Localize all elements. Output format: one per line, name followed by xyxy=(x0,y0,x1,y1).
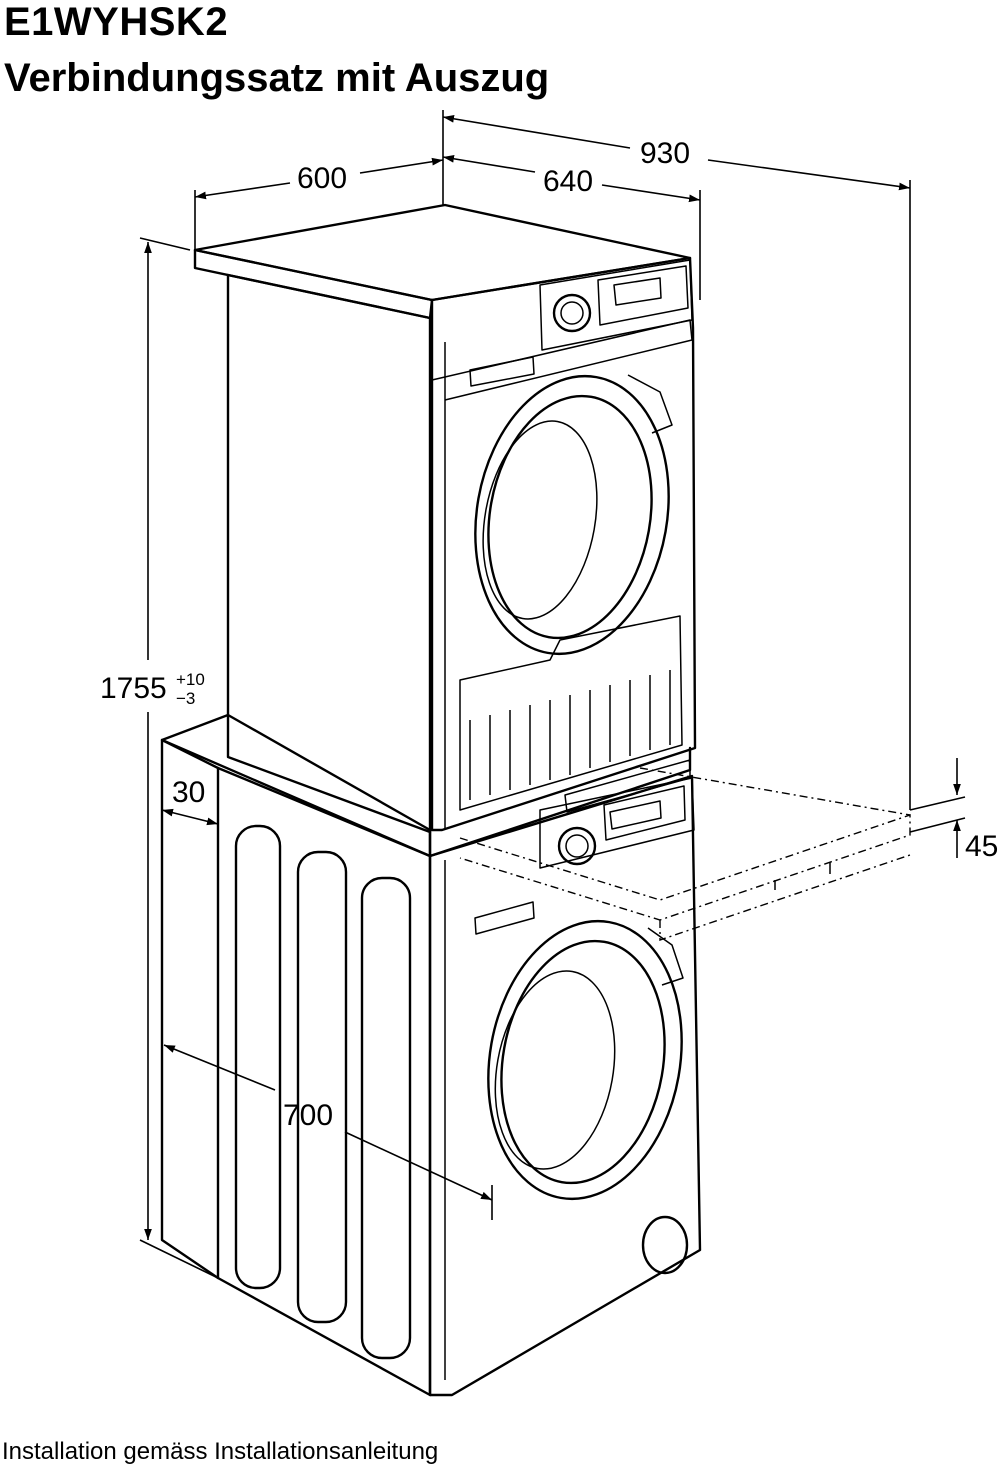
installation-note: Installation gemäss Installationsanleitu… xyxy=(2,1438,439,1465)
dim-height-tol-plus: +10 xyxy=(176,670,205,689)
kit-subtitle: Verbindungssatz mit Auszug xyxy=(4,56,550,100)
washer-lower xyxy=(160,738,702,1397)
dim-height-1755: 1755 xyxy=(100,672,167,705)
dim-depth-extended-930: 930 xyxy=(640,137,690,170)
model-title: E1WYHSK2 xyxy=(4,0,229,44)
dim-height-tol-minus: −3 xyxy=(176,689,195,708)
dim-offset-30: 30 xyxy=(172,776,205,809)
stacking-plate xyxy=(160,713,692,858)
dryer-upper xyxy=(193,203,697,834)
pull-out-shelf xyxy=(459,767,911,941)
dim-width-600: 600 xyxy=(297,162,347,195)
dim-depth-640: 640 xyxy=(543,165,593,198)
dim-shelf-45: 45 xyxy=(965,830,998,863)
dim-depth-700: 700 xyxy=(283,1099,333,1132)
